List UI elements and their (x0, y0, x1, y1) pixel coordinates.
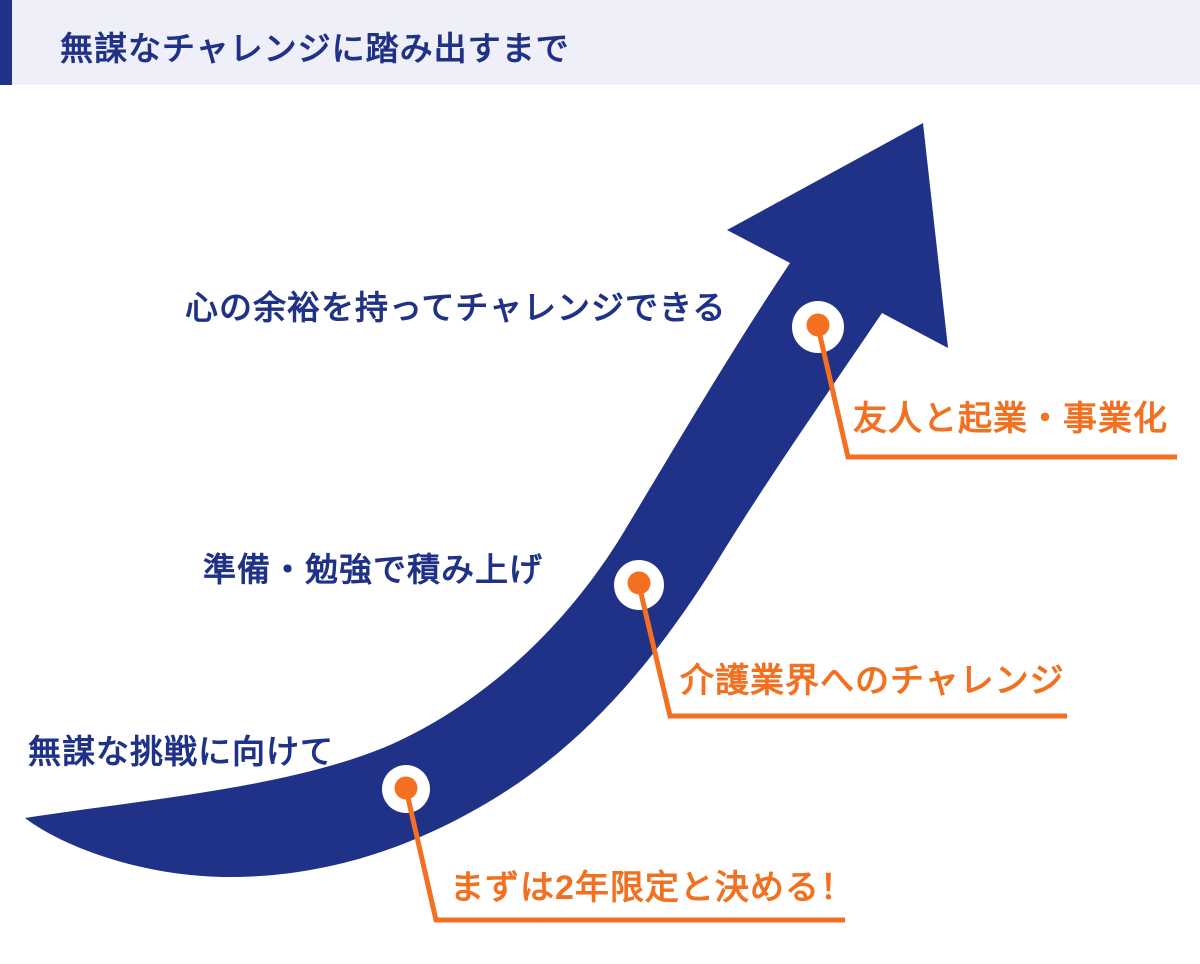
page-title: 無謀なチャレンジに踏み出すまで (60, 30, 570, 67)
callout-connector-3 (815, 326, 1177, 460)
callout-label-1: まずは2年限定と決める！ (450, 869, 855, 907)
growth-arrow-shape (25, 123, 948, 877)
header-band: 無謀なチャレンジに踏み出すまで (0, 0, 1200, 85)
callout-label-2: 介護業界へのチャレンジ (680, 662, 1065, 700)
milestone-dot-2 (627, 571, 651, 595)
callout-connector-1 (403, 788, 845, 923)
callout-label-3: 友人と起業・事業化 (853, 400, 1168, 438)
stage-label-2: 準備・勉強で積み上げ (203, 551, 543, 588)
stage-label-3: 心の余裕を持ってチャレンジできる (185, 289, 727, 326)
milestone-dot-1 (394, 776, 418, 800)
header-accent-bar (0, 0, 12, 85)
callout-connector-2 (636, 584, 1067, 719)
milestone-dot-3 (806, 313, 830, 337)
stage-label-1: 無謀な挑戦に向けて (28, 733, 334, 770)
